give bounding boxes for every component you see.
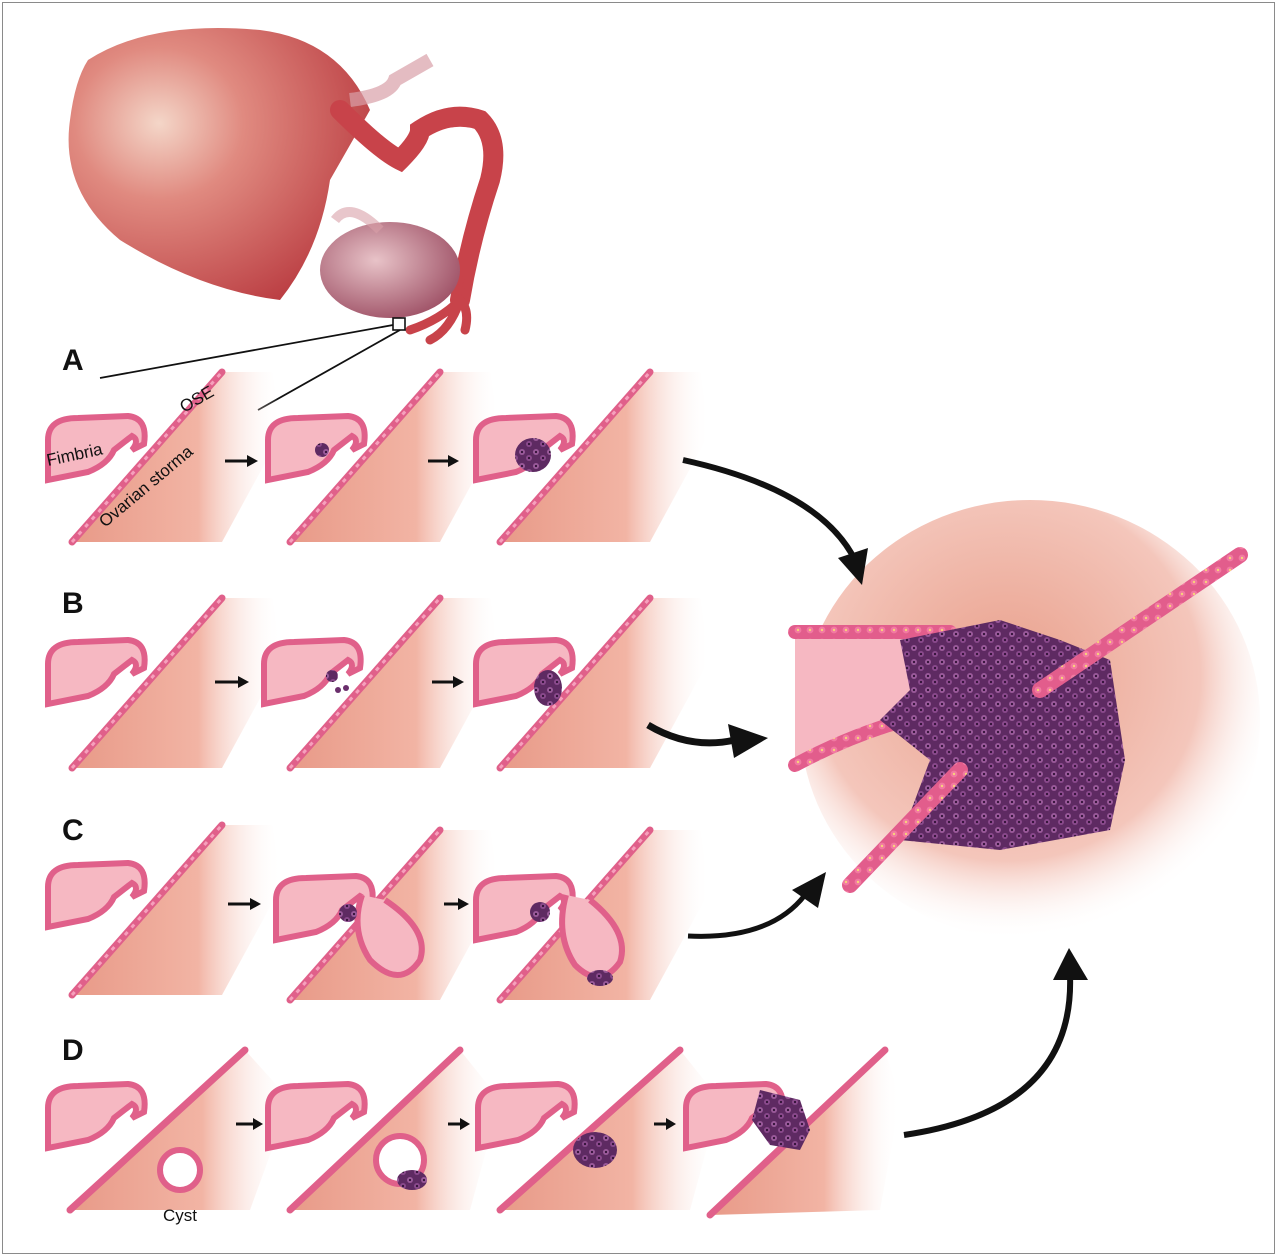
- tumor-cells: [573, 1132, 617, 1168]
- cyst-label: Cyst: [163, 1206, 197, 1225]
- row-b-panel-2: [264, 598, 500, 768]
- row-letter-b: B: [62, 587, 84, 620]
- row-a-panel-3: [476, 372, 710, 542]
- row-d-panel-2: [268, 1050, 500, 1210]
- tumor-cells: [339, 904, 357, 922]
- tumor-cells: [752, 1090, 810, 1150]
- row-b-panel-3: [476, 598, 710, 768]
- row-letter-a: A: [62, 344, 84, 377]
- ovary-illustration: [320, 212, 460, 318]
- tumor-cells: [530, 902, 550, 922]
- row-d: Cyst: [48, 1050, 900, 1225]
- tumor-cells: [534, 670, 562, 706]
- tumor-cells: [515, 438, 551, 472]
- row-a-panel-2: [268, 372, 500, 542]
- row-d-panel-1: [48, 1050, 290, 1210]
- tumor-cells: [315, 443, 329, 457]
- row-d-panel-4: [686, 1050, 900, 1215]
- row-letter-c: C: [62, 814, 84, 847]
- row-a: OSE Fimbria Ovarian storma: [45, 372, 710, 542]
- row-letter-d: D: [62, 1034, 84, 1067]
- tumor-cells: [326, 670, 338, 682]
- curved-arrow-icon: [683, 460, 855, 560]
- row-c: [48, 825, 710, 1000]
- curved-arrow-icon: [904, 975, 1070, 1135]
- row-b: [48, 598, 710, 768]
- row-c-panel-1: [48, 825, 282, 995]
- tumor-cells: [397, 1170, 427, 1190]
- row-c-panel-2: [276, 830, 500, 1000]
- curved-arrow-icon: [688, 895, 805, 936]
- tumor-cells: [587, 970, 613, 986]
- row-c-panel-3: [476, 830, 710, 1000]
- cyst-shape: [160, 1150, 200, 1190]
